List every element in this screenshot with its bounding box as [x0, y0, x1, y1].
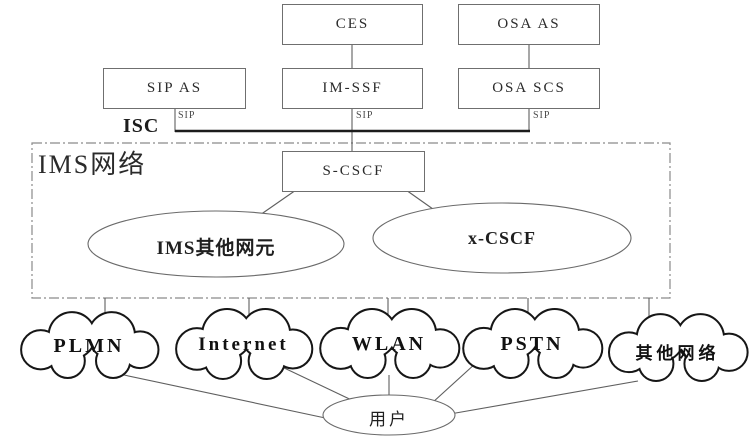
node-sip-as: SIP AS	[103, 68, 246, 109]
sip-link-label: SIP	[533, 110, 551, 121]
cloud-plmn-shape	[20, 311, 160, 380]
ims-network-region-border	[31, 142, 671, 299]
ellipse-ims-other-label: IMS其他网元	[156, 238, 276, 259]
cloud-wlan-shape	[319, 308, 461, 380]
cloud-plmn-label: PLMN	[53, 334, 125, 357]
ellipse-x-cscf	[372, 202, 632, 274]
cloud-pstn-label: PSTN	[500, 333, 564, 355]
node-osa-as: OSA AS	[458, 4, 600, 45]
connector-line	[109, 371, 331, 420]
ims-network-region-label: IMS网络	[38, 150, 147, 179]
node-osa-scs: OSA SCS	[458, 68, 600, 109]
ellipse-user-label: 用户	[369, 410, 409, 429]
cloud-pstn-shape	[462, 308, 604, 380]
cloud-internet-label: Internet	[198, 334, 289, 355]
cloud-other-networks-shape	[607, 313, 749, 382]
ellipse-x-cscf-label: x-CSCF	[468, 228, 536, 248]
ellipse-ims-other	[87, 210, 345, 278]
sip-link-label: SIP	[178, 110, 196, 121]
node-s-cscf: S-CSCF	[282, 151, 425, 192]
cloud-wlan-label: WLAN	[351, 333, 427, 355]
connector-line	[449, 380, 639, 415]
connector-line	[431, 362, 477, 404]
cloud-internet-shape	[175, 308, 314, 380]
cloud-other-networks-label: 其他网络	[635, 343, 720, 363]
connector-line	[259, 189, 297, 216]
ellipse-user	[322, 394, 456, 436]
connector-line	[279, 365, 361, 405]
sip-link-label: SIP	[356, 110, 374, 121]
node-im-ssf: IM-SSF	[282, 68, 423, 109]
isc-link-label: ISC	[123, 115, 160, 137]
node-ces: CES	[282, 4, 423, 45]
